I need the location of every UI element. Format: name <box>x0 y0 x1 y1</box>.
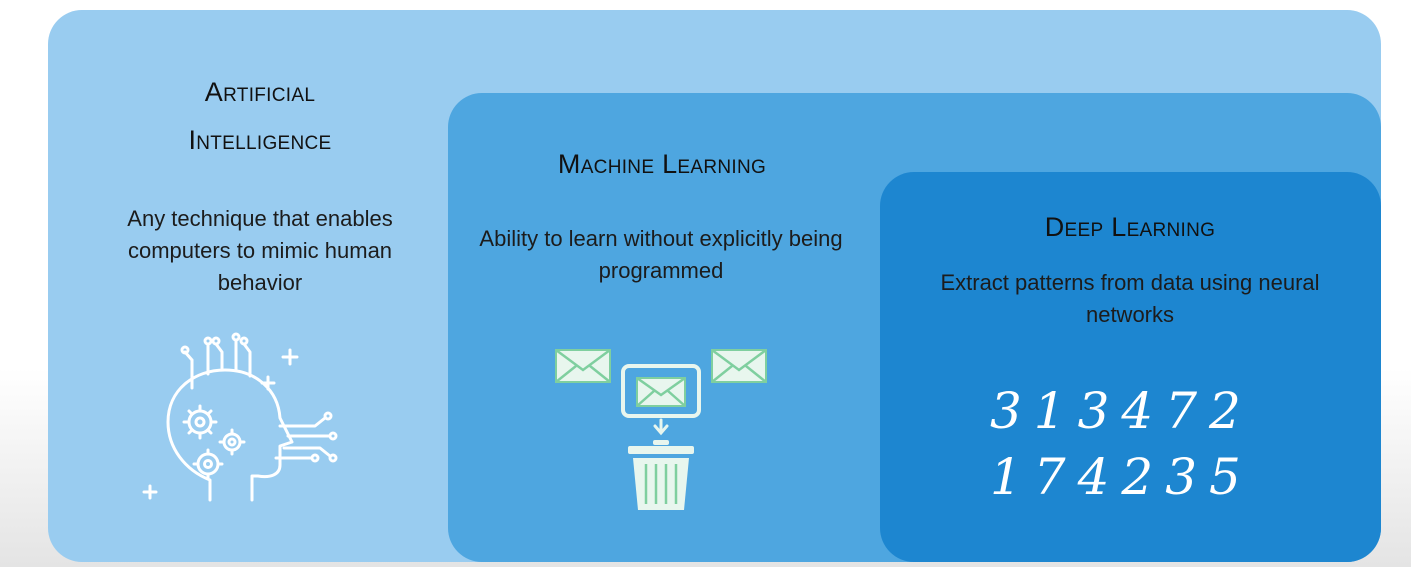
trash-icon <box>628 440 694 510</box>
envelope-right-icon <box>711 348 767 383</box>
ai-title: Artificial Intelligence <box>100 68 420 164</box>
ai-title-line-2: Intelligence <box>188 125 332 156</box>
ml-title: Machine Learning <box>557 149 767 179</box>
dl-title: Deep Learning <box>1044 212 1216 242</box>
dl-description: Extract patterns from data using neural … <box>940 270 1320 327</box>
email-spam-trash-icon <box>555 348 767 510</box>
ml-description: Ability to learn without explicitly bein… <box>479 226 843 283</box>
envelope-left-icon <box>555 348 611 383</box>
ai-description: Any technique that enables computers to … <box>127 206 393 295</box>
ai-title-line-1: Artificial <box>204 77 316 107</box>
handwritten-digits-row-2: 174235 <box>990 448 1253 506</box>
envelope-center-icon <box>621 364 701 418</box>
handwritten-digits-row-1: 313472 <box>990 382 1253 440</box>
head-gears-circuit-icon <box>142 332 338 502</box>
dl-panel <box>880 172 1381 562</box>
